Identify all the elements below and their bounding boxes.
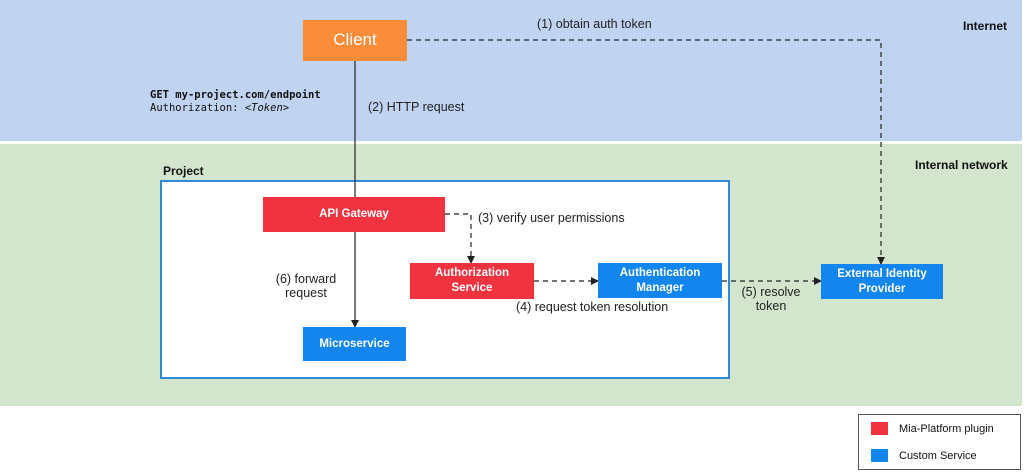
authentication-manager-node: Authentication Manager [598,263,722,298]
internet-zone [0,0,1022,141]
authorization-service-node: Authorization Service [410,263,534,299]
edge-label-verify-permissions: (3) verify user permissions [478,211,625,225]
api-gateway-label: API Gateway [319,208,389,221]
legend-swatch-plugin [871,422,888,435]
legend-label-custom: Custom Service [899,449,977,462]
api-gateway-node: API Gateway [263,197,445,232]
external-identity-provider-node: External Identity Provider [821,264,943,299]
authorization-service-label-line1: Authorization [434,267,510,280]
edge-label-request-resolution: (4) request token resolution [516,300,669,314]
edge-obtain-token [407,39,885,265]
authorization-service-label-line2: Service [451,282,493,294]
request-method: GET [150,89,169,101]
request-line: GET my-project.com/endpoint [150,89,321,101]
edge-verify-permissions [445,213,475,264]
external-identity-provider-label-line2: Provider [858,282,906,295]
edge-label-resolve-line2: token [755,299,787,313]
legend: Mia-Platform plugin Custom Service [858,414,1021,470]
legend-label-plugin: Mia-Platform plugin [899,422,994,435]
authentication-manager-label-line2: Manager [636,281,684,294]
legend-item-plugin: Mia-Platform plugin [871,422,994,435]
external-identity-provider-label-line1: External Identity [837,267,927,280]
internet-zone-label: Internet [963,19,1008,33]
legend-item-custom: Custom Service [871,449,977,462]
client-label: Client [333,30,377,50]
client-node: Client [303,20,407,61]
edge-label-resolve-token: (5) resolve token [733,285,809,313]
microservice-node: Microservice [303,327,406,361]
request-url: my-project.com/endpoint [175,89,321,101]
request-header-key: Authorization: [150,102,239,114]
authentication-manager-label-line1: Authentication [619,266,701,279]
edge-label-http-request: (2) HTTP request [368,100,465,114]
edge-label-forward-request: (6) forward request [266,272,346,300]
request-header-value: <Token> [244,102,290,114]
legend-swatch-custom [871,449,888,462]
internal-network-zone-label: Internal network [915,158,1008,172]
edge-label-forward-line2: request [285,286,327,300]
edge-label-obtain-token: (1) obtain auth token [537,17,652,31]
project-label: Project [163,164,204,178]
request-header: Authorization: <Token> [150,102,289,114]
edge-label-resolve-line1: (5) resolve [741,285,801,299]
microservice-label: Microservice [319,337,390,350]
edge-label-forward-line1: (6) forward [275,272,337,286]
